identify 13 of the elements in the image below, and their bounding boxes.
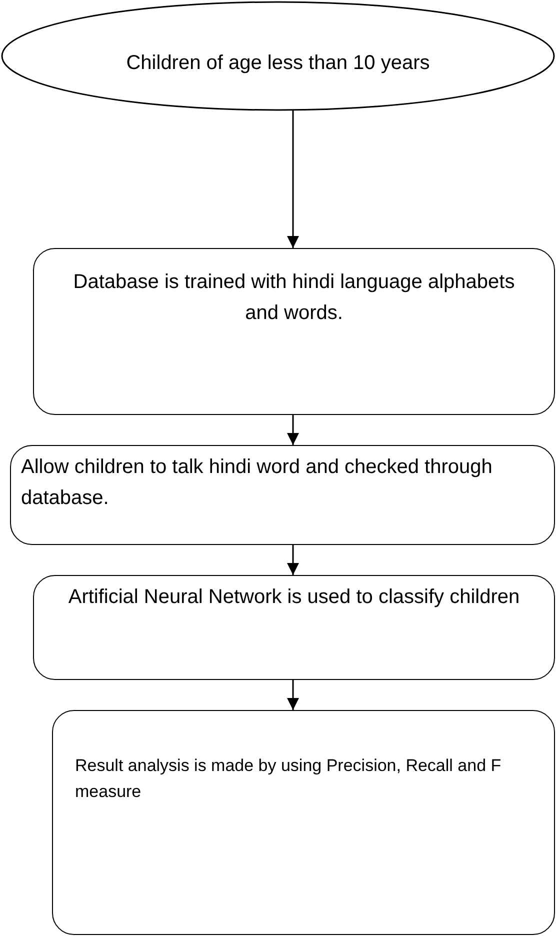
process-box [52, 710, 555, 935]
process-box [33, 248, 555, 415]
step-text: Database is trained with hindi language alphabets and words. [72, 270, 516, 326]
arrow [287, 680, 299, 710]
step-text: Allow children to talk hindi word and checked through database. [21, 455, 494, 511]
arrow [287, 545, 299, 575]
arrow [287, 110, 299, 248]
step-text: Artificial Neural Network is used to classify children [68, 585, 520, 610]
process-box [10, 445, 555, 545]
process-box [33, 575, 555, 680]
step-text: Children of age less than 10 years [126, 50, 430, 76]
step-text: Result analysis is made by using Precision, Recall and F measure [75, 755, 502, 804]
arrow [287, 415, 299, 445]
